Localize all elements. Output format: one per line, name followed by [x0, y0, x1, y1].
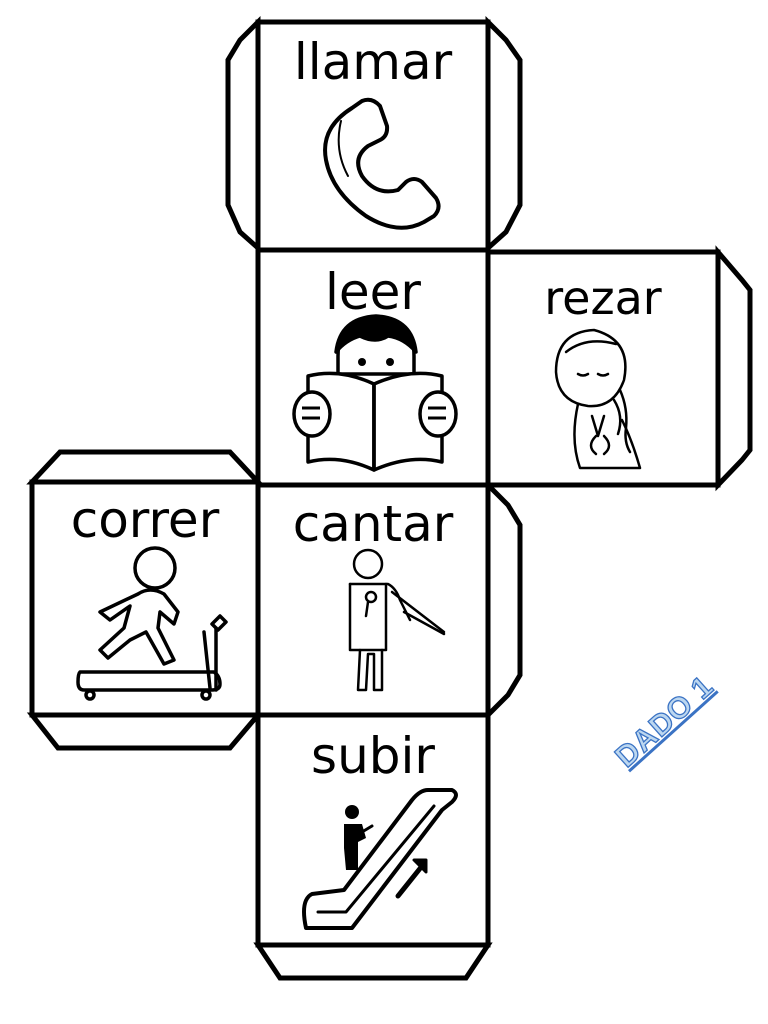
child-reading-book-icon	[292, 314, 458, 472]
label-correr: correr	[70, 491, 220, 549]
flap-right-face	[715, 245, 753, 492]
telephone-handset-icon	[323, 97, 441, 230]
person-running-treadmill-icon	[76, 546, 228, 701]
label-llamar: llamar	[293, 33, 453, 91]
face-right	[485, 249, 721, 488]
flap-top-right	[485, 15, 523, 254]
label-subir: subir	[311, 727, 435, 785]
flap-top-left	[225, 15, 261, 254]
label-rezar: rezar	[544, 271, 662, 325]
flap-bottom	[253, 942, 493, 981]
label-leer: leer	[325, 263, 421, 321]
person-singing-microphone-icon	[348, 548, 446, 692]
label-cantar: cantar	[292, 495, 454, 553]
flap-middle-right	[485, 478, 523, 722]
person-escalator-up-icon	[302, 788, 458, 930]
flap-left-face-bottom	[26, 712, 264, 751]
girl-praying-icon	[554, 328, 642, 470]
face-bottom	[255, 712, 491, 948]
flap-left-face-top	[26, 449, 264, 485]
